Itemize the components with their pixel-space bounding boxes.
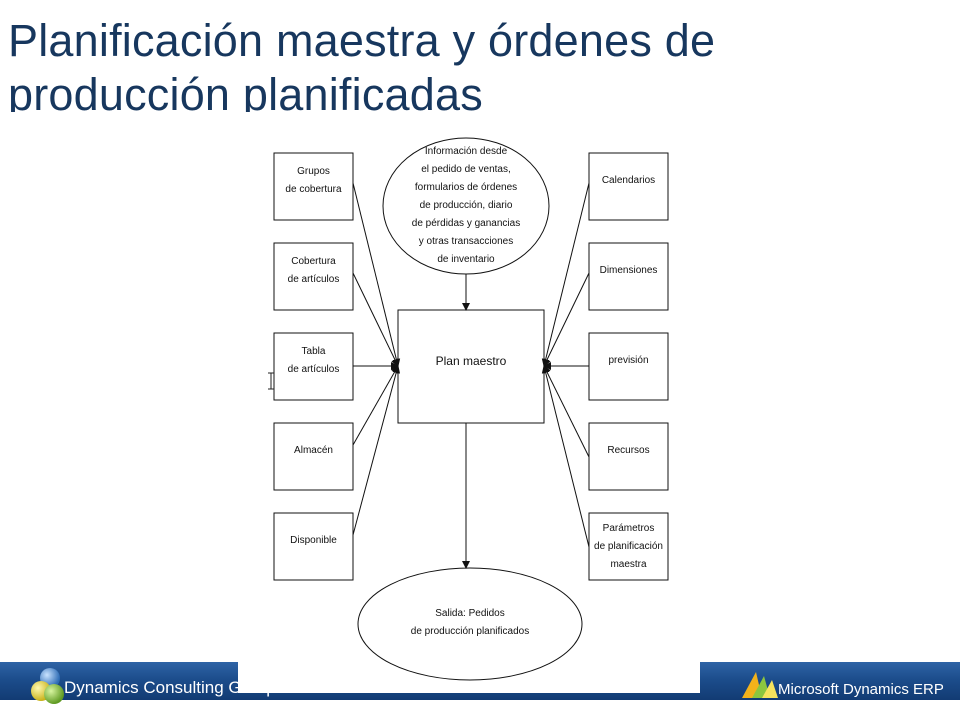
left-input-box [273,422,354,491]
left-input-box [273,242,354,311]
right-input-box [588,332,669,401]
input-sources-text-line: formularios de órdenes [414,182,518,193]
left-connector-arrow [352,182,401,367]
left-input-box [273,332,354,401]
right-connector-arrow [543,365,590,458]
left-connector-arrow [352,365,399,446]
left-input-label: Almacén [274,442,353,460]
title-line-1: Planificación maestra y órdenes de [8,15,716,66]
input-sources-text-line: de pérdidas y ganancias [411,218,521,229]
master-planning-diagram: Información desde el pedido de ventas, for… [238,128,700,693]
left-connector-arrow [352,365,401,536]
consulting-orbs-logo-icon [31,668,64,704]
plan-maestro-label: Plan maestro [435,354,507,368]
left-input-label: Cobertura de artículos [274,253,353,289]
company-name: Dynamics Consulting Group [64,678,276,697]
left-input-box [273,152,354,221]
right-input-label: Dimensiones [586,262,671,280]
right-input-label-line: Dimensiones [599,264,658,276]
left-input-label: Tabla de artículos [274,343,353,379]
left-input-label: Grupos de cobertura [274,163,353,199]
diagram-canvas [273,137,669,681]
right-input-label-line: Calendarios [601,174,656,186]
input-sources-text-line: Información desde [424,146,508,157]
left-connector-arrow [352,272,399,367]
left-input-label-line: Almacén [294,444,333,456]
input-sources-text-line: el pedido de ventas, [421,164,511,175]
left-input-label-line: Disponible [290,534,337,546]
output-orders-ellipse [357,567,583,681]
left-input-label-line: Tabla [301,345,326,357]
right-connector-arrow [543,272,590,367]
right-connector-arrow [541,365,590,548]
left-input-box [273,512,354,581]
right-input-label-line: de planificación [594,540,663,552]
right-input-label-line: Recursos [607,444,650,456]
left-input-label-line: de artículos [287,273,340,285]
right-input-label: previsión [586,352,671,370]
microsoft-dynamics-logo-icon [742,672,778,698]
title-line-2: producción planificadas [8,69,483,112]
left-input-label-line: Grupos [297,165,330,177]
right-input-box [588,422,669,491]
right-input-label-line: previsión [608,354,649,366]
right-input-box [588,152,669,221]
right-input-label: Recursos [586,442,671,460]
input-sources-text-line: de inventario [437,254,495,265]
left-input-label-line: de artículos [287,363,340,375]
right-input-box [588,242,669,311]
slide-title: Planificación maestra y órdenes de produ… [8,14,948,112]
right-input-label: Parámetros de planificación maestra [586,520,671,574]
left-input-label: Disponible [274,532,353,550]
right-input-label: Calendarios [586,172,671,190]
input-sources-text-line: y otras transacciones [418,236,514,247]
right-input-label-line: maestra [610,558,647,570]
left-input-label-line: Cobertura [291,255,336,267]
output-orders-text-line: de producción planificados [410,626,530,637]
right-input-box [588,512,669,581]
output-orders-text: Salida: Pedidos de producción planificado… [370,605,570,641]
output-orders-text-line: Salida: Pedidos [435,608,505,619]
footer-bottom-strip [0,700,960,720]
brand-name: Microsoft Dynamics ERP [778,681,944,698]
right-input-label-line: Parámetros [602,522,655,534]
input-sources-text: Información desde el pedido de ventas, for… [391,143,541,269]
plan-maestro-box [397,309,545,424]
left-input-label-line: de cobertura [285,183,342,195]
text-cursor-icon [268,372,274,390]
input-sources-text-line: de producción, diario [419,200,513,211]
right-connector-arrow [541,182,590,367]
